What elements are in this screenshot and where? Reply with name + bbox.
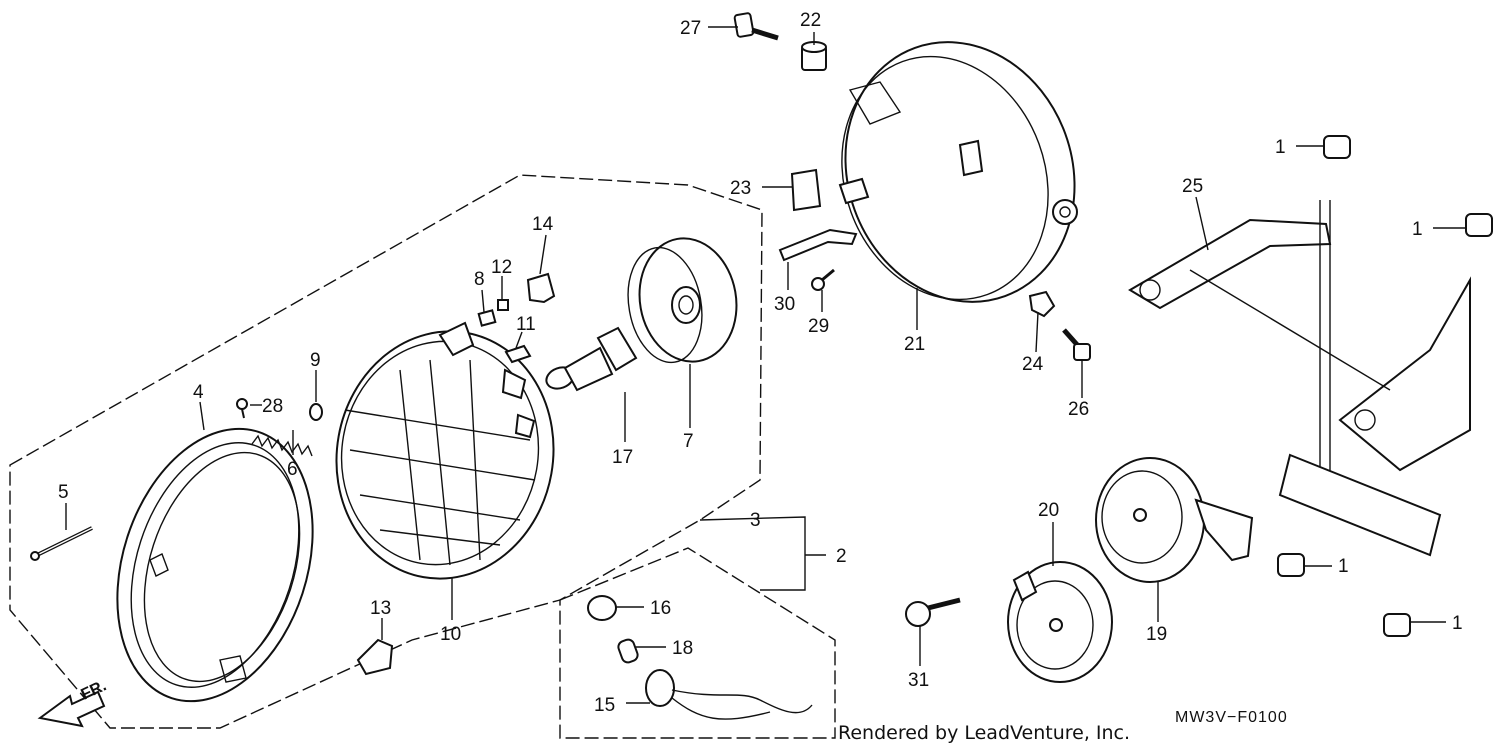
callout-25: 25	[1182, 176, 1203, 197]
callout-24: 24	[1022, 354, 1044, 375]
callout-6: 6	[287, 459, 298, 480]
callout-29: 29	[808, 316, 829, 337]
clip-8[interactable]	[477, 309, 497, 327]
callout-14: 14	[532, 214, 554, 235]
callout-12: 12	[491, 257, 512, 278]
grommet-1-right[interactable]	[1465, 213, 1493, 237]
callout-7: 7	[683, 431, 694, 452]
bracket-strap[interactable]	[778, 228, 858, 262]
callout-9: 9	[310, 350, 321, 371]
callout-15: 15	[594, 695, 615, 716]
leader-lines	[65, 26, 1466, 704]
callout-1-bottom: 1	[1452, 613, 1463, 634]
adjuster-screw-long[interactable]	[30, 526, 93, 561]
adjuster-spring[interactable]	[251, 434, 313, 457]
callout-21: 21	[904, 334, 925, 355]
grommet-1-bottom[interactable]	[1383, 613, 1411, 637]
callout-8: 8	[474, 269, 485, 290]
front-direction-arrow: FR.	[37, 677, 110, 728]
dust-cover[interactable]	[619, 231, 746, 370]
callout-4: 4	[193, 382, 204, 403]
svg-text:FR.: FR.	[79, 677, 110, 703]
small-screw[interactable]	[236, 398, 248, 419]
bolt-27[interactable]	[733, 12, 779, 41]
callout-10: 10	[440, 624, 461, 645]
socket-wiring[interactable]	[645, 669, 813, 720]
horn-19[interactable]	[1095, 457, 1254, 583]
callout-22: 22	[800, 10, 821, 31]
headlight-bracket[interactable]	[1128, 200, 1471, 557]
grommet-1-top[interactable]	[1323, 135, 1351, 159]
callout-17: 17	[612, 447, 633, 468]
callout-19: 19	[1146, 624, 1167, 645]
grommet-1-mid[interactable]	[1277, 553, 1305, 577]
callout-30: 30	[774, 294, 795, 315]
callout-28: 28	[262, 396, 283, 417]
callout-27: 27	[680, 18, 701, 39]
callout-5: 5	[58, 482, 69, 503]
callout-20: 20	[1038, 500, 1059, 521]
callout-2: 2	[836, 546, 847, 567]
callout-1-right: 1	[1412, 219, 1423, 240]
credit-text: Rendered by LeadVenture, Inc.	[838, 722, 1130, 744]
headlight-rim[interactable]	[84, 403, 346, 726]
bolt-31[interactable]	[905, 597, 961, 627]
clip-11[interactable]	[504, 344, 532, 364]
bolt-26[interactable]	[1062, 328, 1091, 361]
diagram-code: MW3V−F0100	[1175, 709, 1288, 726]
clip-23[interactable]	[790, 168, 822, 212]
screw-29[interactable]	[811, 268, 835, 291]
grommet-16[interactable]	[587, 595, 617, 621]
callout-1-top: 1	[1275, 137, 1286, 158]
clip-13[interactable]	[356, 638, 394, 676]
callout-16: 16	[650, 598, 671, 619]
nut-12[interactable]	[497, 299, 509, 311]
headlight-bulb[interactable]	[543, 326, 638, 392]
grommet-24[interactable]	[1028, 290, 1056, 318]
callout-11: 11	[516, 314, 536, 335]
callout-13: 13	[370, 598, 391, 619]
position-bulb[interactable]	[617, 638, 640, 664]
headlight-case[interactable]	[809, 10, 1111, 335]
callout-31: 31	[908, 670, 929, 691]
callout-3: 3	[750, 510, 761, 531]
callout-1-mid: 1	[1338, 556, 1349, 577]
socket-subassembly-outline	[559, 547, 836, 739]
callout-26: 26	[1068, 399, 1089, 420]
collar[interactable]	[801, 41, 827, 71]
horn-20[interactable]	[1007, 561, 1113, 683]
headlight-unit[interactable]	[317, 314, 573, 596]
callout-18: 18	[672, 638, 693, 659]
callout-23: 23	[730, 178, 751, 199]
nut[interactable]	[309, 403, 323, 421]
clip-14[interactable]	[526, 272, 556, 304]
